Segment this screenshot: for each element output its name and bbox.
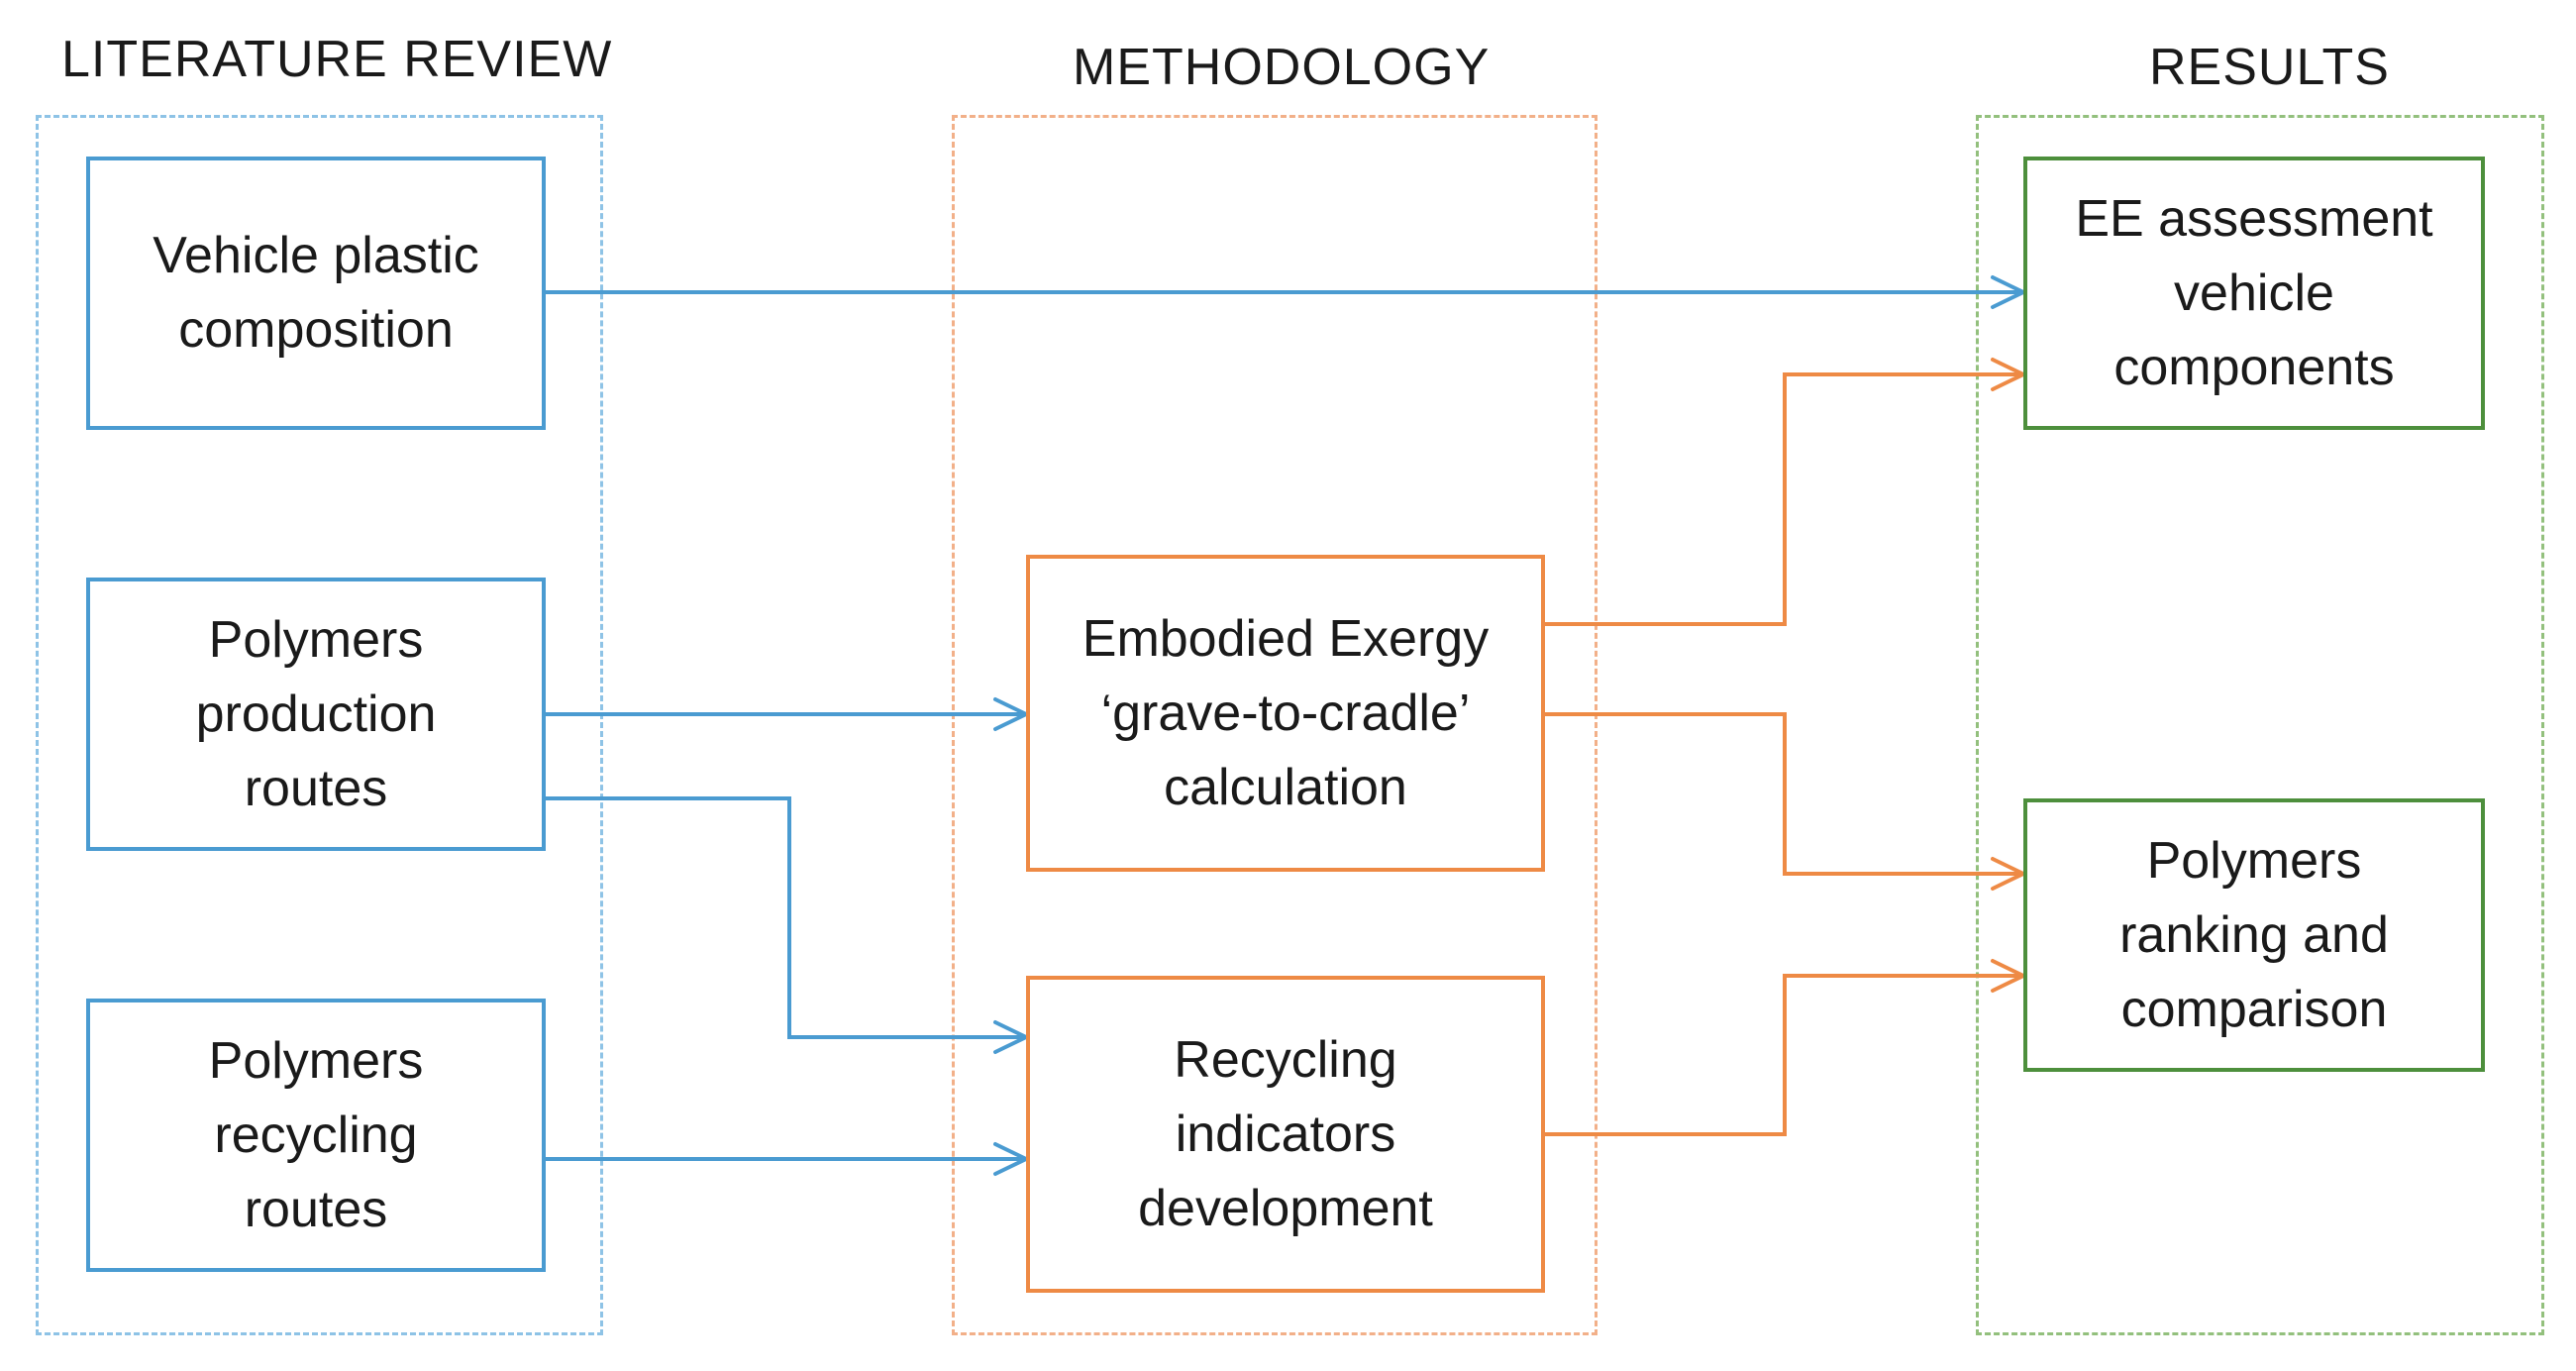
box-line: routes [244, 1180, 388, 1238]
box-line: recycling [214, 1106, 418, 1164]
results-title: RESULTS [2149, 39, 2390, 96]
box-line: Polymers [2146, 831, 2362, 890]
arrow-embodied-exergy-to-ranking [1543, 712, 2025, 876]
arrow-embodied-exergy-to-ee-assessment [1543, 372, 2025, 626]
box-polymers-ranking-comparison: Polymers ranking and comparison [2023, 798, 2485, 1072]
box-line: vehicle [2174, 264, 2334, 322]
box-line: Polymers [208, 610, 424, 669]
box-line: Polymers [208, 1031, 424, 1090]
box-line: production [195, 685, 437, 743]
box-line: composition [178, 301, 454, 359]
box-line: routes [244, 759, 388, 817]
box-recycling-indicators-development: Recycling indicators development [1026, 976, 1545, 1293]
box-line: EE assessment [2075, 189, 2433, 248]
box-line: ‘grave-to-cradle’ [1100, 684, 1471, 742]
box-line: ranking and [2119, 905, 2389, 964]
box-line: calculation [1164, 758, 1407, 816]
box-line: development [1138, 1179, 1433, 1237]
literature-review-title: LITERATURE REVIEW [61, 31, 613, 88]
arrow-recycling-indicators-to-ranking [1543, 974, 2025, 1136]
methodology-title: METHODOLOGY [1073, 39, 1491, 96]
box-line: Vehicle plastic [153, 227, 479, 284]
results-group [1976, 115, 2544, 1335]
box-polymers-recycling-routes: Polymers recycling routes [86, 999, 546, 1272]
box-vehicle-plastic-composition: Vehicle plastic composition [86, 157, 546, 430]
box-line: Embodied Exergy [1082, 609, 1490, 668]
box-line: Recycling [1174, 1030, 1397, 1089]
box-line: comparison [2120, 980, 2388, 1038]
box-embodied-exergy-calculation: Embodied Exergy ‘grave-to-cradle’ calcul… [1026, 555, 1545, 872]
box-line: components [2113, 338, 2395, 396]
box-ee-assessment-vehicle-components: EE assessment vehicle components [2023, 157, 2485, 430]
box-line: indicators [1175, 1105, 1396, 1163]
arrow-production-to-recycling-indicators [544, 796, 1028, 1039]
literature-review-group [36, 115, 603, 1335]
methodology-group [952, 115, 1597, 1335]
box-polymers-production-routes: Polymers production routes [86, 578, 546, 851]
